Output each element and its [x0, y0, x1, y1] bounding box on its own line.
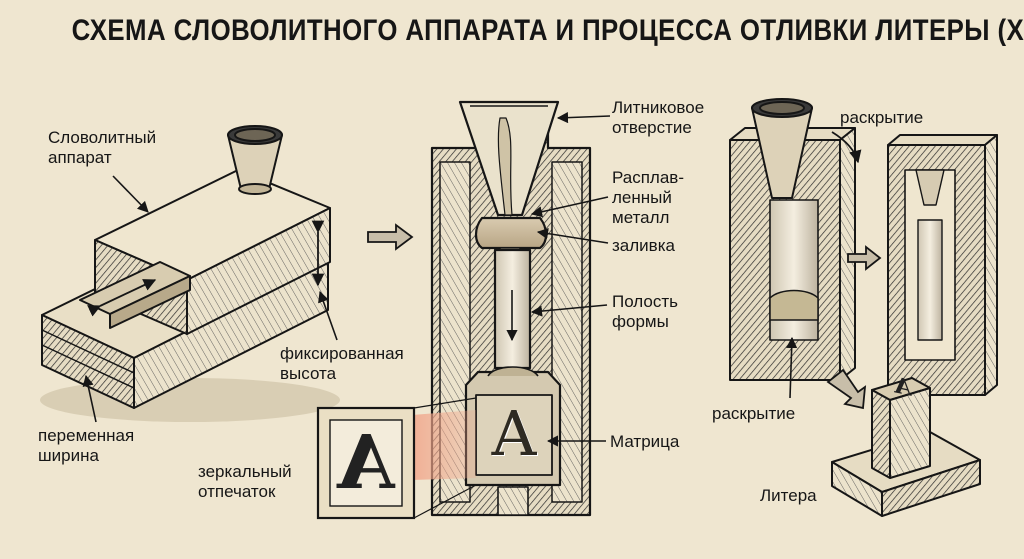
label-apparatus: Словолитный аппарат: [48, 128, 157, 167]
diagram-title: СХЕМА СЛОВОЛИТНОГО АППАРАТА И ПРОЦЕССА О…: [71, 14, 1024, 47]
label-opening-bottom: раскрытие: [712, 404, 796, 423]
label-type-piece: Литера: [760, 486, 817, 505]
label-variable-width: переменная ширина: [38, 426, 135, 465]
flow-arrow-1: [367, 223, 414, 251]
label-molten-metal: Расплав- ленный металл: [612, 168, 685, 227]
label-cavity: Полость формы: [612, 292, 679, 331]
mirror-print-box: [316, 397, 477, 520]
label-fixed-height: фиксированная высота: [280, 344, 404, 383]
mirror-letter: A: [337, 420, 395, 506]
label-matrix: Матрица: [610, 432, 680, 451]
label-opening-top: раскрытие: [840, 108, 924, 127]
type-mold-apparatus: [40, 125, 340, 422]
type-piece: [831, 377, 981, 517]
flow-arrow-2: [847, 245, 882, 271]
label-sprue: Литниковое отверстие: [612, 98, 705, 137]
mold-cross-section: [412, 100, 592, 517]
label-pouring: заливка: [612, 236, 675, 255]
left-leaders: [82, 175, 338, 423]
opened-mold: [729, 98, 998, 499]
matrix-letter: A: [491, 397, 537, 470]
center-leaders: [530, 112, 611, 447]
flow-arrow-3: [826, 368, 867, 410]
label-mirror-print: зеркальный отпечаток: [198, 462, 292, 501]
